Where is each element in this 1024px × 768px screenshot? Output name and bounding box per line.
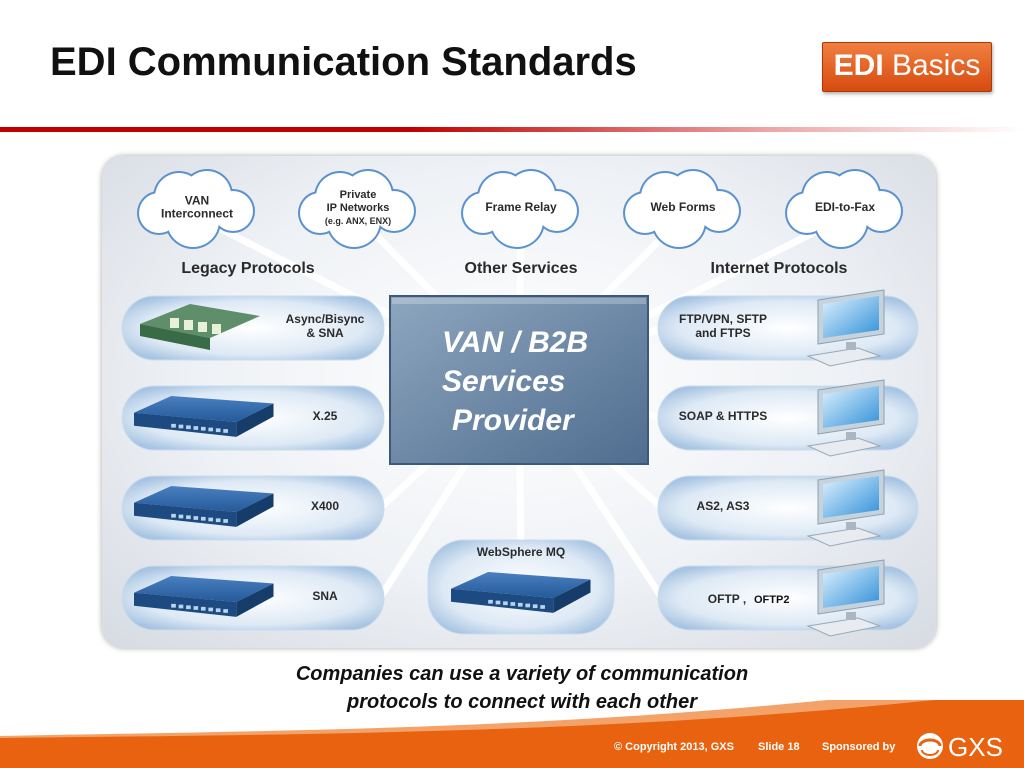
center-line-1: VAN / B2B (442, 326, 588, 359)
caption-line-2: protocols to connect with each other (346, 691, 698, 713)
cloud-node: Web Forms (623, 169, 741, 249)
center-line-2: Services (442, 365, 565, 398)
internet-protocol-label: SOAP & HTTPS (679, 409, 767, 423)
title-underline (0, 127, 1024, 132)
slide-caption: Companies can use a variety of communica… (262, 660, 782, 716)
internet-protocol-label: FTP/VPN, SFTP (679, 312, 767, 326)
section-label-legacy: Legacy Protocols (181, 260, 314, 277)
gxs-logo-text: GXS (948, 732, 1003, 762)
edi-basics-logo: EDI Basics (822, 42, 992, 92)
network-switch-icon (134, 396, 274, 437)
cloud-label: Web Forms (650, 200, 715, 214)
slide-title: EDI Communication Standards (50, 40, 637, 84)
cloud-label: Interconnect (161, 207, 233, 221)
computer-icon (806, 289, 885, 367)
footer-sponsored-by: Sponsored by (822, 741, 896, 753)
footer-copyright: © Copyright 2013, GXS (614, 741, 734, 753)
cloud-node: Frame Relay (461, 169, 579, 249)
legacy-protocol-label: SNA (312, 589, 338, 603)
gxs-logo: GXS (917, 732, 1003, 762)
websphere-label: WebSphere MQ (477, 545, 565, 559)
computer-icon (806, 469, 885, 547)
internet-protocol-label: and FTPS (695, 326, 750, 340)
network-switch-icon (451, 572, 591, 613)
cloud-label: VAN (185, 194, 209, 208)
logo-text-regular: Basics (883, 49, 981, 82)
cloud-label: EDI-to-Fax (815, 200, 875, 214)
computer-icon (806, 379, 885, 457)
network-switch-icon (134, 486, 274, 527)
section-label-internet: Internet Protocols (711, 260, 848, 277)
caption-line-1: Companies can use a variety of communica… (295, 663, 749, 685)
cloud-label: IP Networks (327, 202, 390, 214)
cloud-node: EDI-to-Fax (785, 169, 903, 249)
cloud-label: (e.g. ANX, ENX) (325, 216, 391, 226)
computer-icon (806, 559, 885, 637)
cloud-label: Frame Relay (485, 200, 557, 214)
network-switch-icon (134, 576, 274, 617)
legacy-protocol-label: X400 (311, 499, 339, 513)
logo-text-bold: EDI (833, 49, 884, 82)
center-provider-box: VAN / B2B Services Provider (389, 295, 649, 465)
modem-icon (140, 304, 260, 350)
legacy-protocol-label: X.25 (313, 409, 338, 423)
legacy-protocol-label: Async/Bisync (286, 312, 365, 326)
cloud-label: Private (340, 189, 377, 201)
section-label-other: Other Services (465, 260, 578, 277)
internet-protocol-label: AS2, AS3 (697, 499, 750, 513)
center-line-3: Provider (452, 404, 576, 437)
internet-protocol-label: OFTP , (708, 592, 746, 606)
footer-slide-number: Slide 18 (758, 741, 800, 753)
internet-protocol-label-highlight: OFTP2 (754, 594, 789, 606)
legacy-protocol-label: & SNA (306, 326, 344, 340)
footer-band (0, 700, 1024, 768)
